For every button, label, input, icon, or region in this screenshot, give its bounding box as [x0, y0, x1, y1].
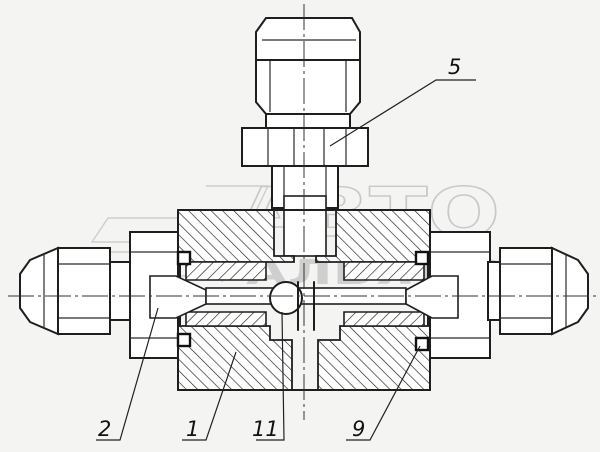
callout-11: 11: [252, 311, 285, 441]
left-nut-cap: [19, 246, 59, 336]
bore-right-funnel: [405, 275, 459, 319]
callout-2: 2: [96, 307, 159, 441]
left-nut-body: [57, 247, 111, 335]
centerlines: [8, 4, 596, 420]
body-lower-section: [177, 325, 293, 391]
inner-sleeve: [185, 261, 425, 327]
sleeve-lower-right: [343, 311, 425, 327]
top-nut-cap: [255, 17, 361, 61]
right-nut-cap: [551, 246, 589, 336]
callout-1: 1: [182, 351, 237, 441]
o-ring-top-right: [414, 250, 430, 266]
sleeve-upper: [185, 261, 267, 281]
left-neck: [109, 261, 133, 321]
callout-5: 5: [329, 55, 476, 147]
check-ball: [269, 281, 303, 315]
callout-label-11: 11: [252, 417, 279, 441]
main-body: [177, 209, 431, 391]
sleeve-upper-right: [343, 261, 425, 281]
right-nut-body: [499, 247, 553, 335]
o-ring-bottom-right: [414, 336, 430, 352]
callout-label-5: 5: [448, 55, 461, 79]
o-ring-top-left: [176, 250, 192, 266]
top-bore: [283, 195, 327, 257]
callout-label-2: 2: [98, 417, 111, 441]
top-nut-body: [255, 59, 361, 115]
sleeve-lower: [185, 311, 267, 327]
o-ring-bottom-left: [176, 332, 192, 348]
callout-label-1: 1: [186, 417, 199, 441]
callout-9: 9: [346, 345, 421, 441]
top-fitting: [241, 17, 369, 257]
callout-label-9: 9: [352, 417, 365, 441]
